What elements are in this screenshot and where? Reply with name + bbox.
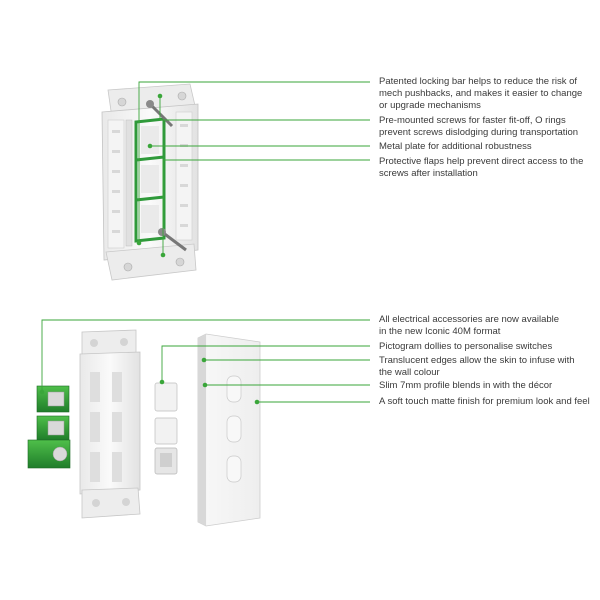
callout-line: All electrical accessories are now avail… [379,314,560,325]
callout-line: Protective flaps help prevent direct acc… [379,156,584,167]
callout-metal-plate: Metal plate for additional robustness [379,141,532,153]
callout-pre-mounted-screws: Pre-mounted screws for faster fit-off, O… [379,115,578,139]
callout-protective-flaps: Protective flaps help prevent direct acc… [379,156,583,180]
callout-matte-finish: A soft touch matte finish for premium lo… [379,396,590,408]
callout-line: A soft touch matte finish for premium lo… [379,396,590,407]
callout-line: prevent screws dislodging during transpo… [379,127,579,138]
callout-translucent-edges: Translucent edges allow the skin to infu… [379,355,575,379]
callout-line: the wall colour [379,367,440,378]
cover-plate [197,333,261,527]
top-leader-lines [138,81,370,255]
callout-line: Patented locking bar helps to reduce the… [379,76,578,87]
callout-line: Pictogram dollies to personalise switche… [379,341,553,352]
callout-pictogram-dollies: Pictogram dollies to personalise switche… [379,341,552,353]
callout-line: screws after installation [379,168,478,179]
bottom-leader-lines [41,319,370,403]
callout-line: Metal plate for additional robustness [379,141,532,152]
callout-line: in the new Iconic 40M format [379,326,501,337]
callout-line: Slim 7mm profile blends in with the déco… [379,380,553,391]
callout-line: or upgrade mechanisms [379,100,481,111]
callout-slim-profile: Slim 7mm profile blends in with the déco… [379,380,552,392]
switch-mechanisms [27,385,71,469]
callout-locking-bar: Patented locking bar helps to reduce the… [379,76,582,112]
callout-line: Pre-mounted screws for faster fit-off, O… [379,115,566,126]
callout-line: mech pushbacks, and makes it easier to c… [379,88,583,99]
callout-iconic-format: All electrical accessories are now avail… [379,314,559,338]
switch-dollies [154,382,178,475]
grid-plate-top [101,83,199,281]
callout-line: Translucent edges allow the skin to infu… [379,355,575,366]
grid-plate-exploded [79,329,141,519]
